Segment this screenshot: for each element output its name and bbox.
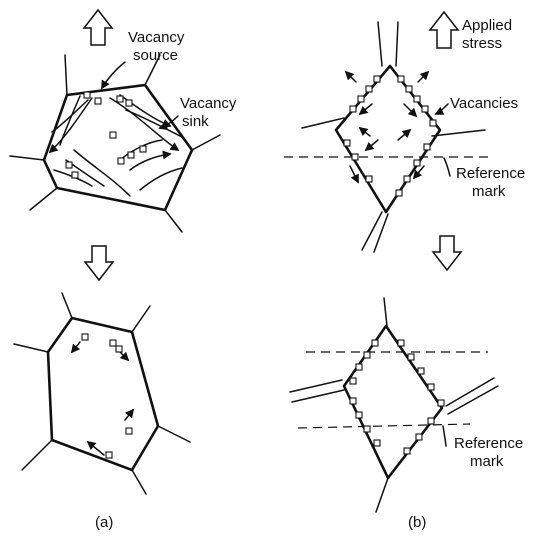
panel-b-bottom: Reference mark [290,236,523,512]
reference-line-bottom-lower [298,424,470,428]
vacancy-sink-label-2: sink [182,113,209,130]
vacancy-sink-label-1: Vacancy [180,95,237,112]
reference-mark-bottom-label-2: mark [470,453,504,470]
vacancy-source-label-1: Vacancy [128,29,185,46]
reference-mark-pointer-bottom [443,426,446,446]
panel-a-bottom [14,246,190,494]
vacancies-pointer [436,104,448,114]
applied-stress-label-1: Applied [462,17,512,34]
grain-b-bottom [344,326,442,478]
grain-b-bottom-boundary [290,298,498,512]
caption-b: (b) [408,514,426,531]
reference-mark-bottom-label-1: Reference [454,435,523,452]
vacancy-arrows-bottom [72,342,133,455]
reference-mark-top-label-1: Reference [456,165,525,182]
vacancy-squares-bottom [82,334,132,458]
label-arrows-a [102,62,178,128]
down-hollow-arrow-icon [85,246,113,280]
up-hollow-arrow-icon [84,10,112,45]
panel-a-top: Vacancy source Vacancy sink [10,10,237,232]
grain-b-top [336,66,440,212]
up-hollow-arrow-icon [430,12,458,48]
vacancy-source-label-2: source [133,47,178,64]
grain-b-top-boundary [302,22,485,252]
panel-b-top: Applied stress [284,12,525,252]
reference-mark-pointer-top [444,158,450,176]
reference-mark-top-label-2: mark [472,183,506,200]
down-hollow-arrow-icon [433,236,461,270]
grain-a-bottom [48,318,158,470]
caption-a: (a) [95,514,113,531]
applied-stress-label-2: stress [462,35,502,52]
vacancies-label: Vacancies [450,95,518,112]
grain-boundary-branches-bottom [14,293,190,494]
vacancy-squares-b-top [344,76,436,196]
vacancy-squares-b-bottom [350,340,444,454]
